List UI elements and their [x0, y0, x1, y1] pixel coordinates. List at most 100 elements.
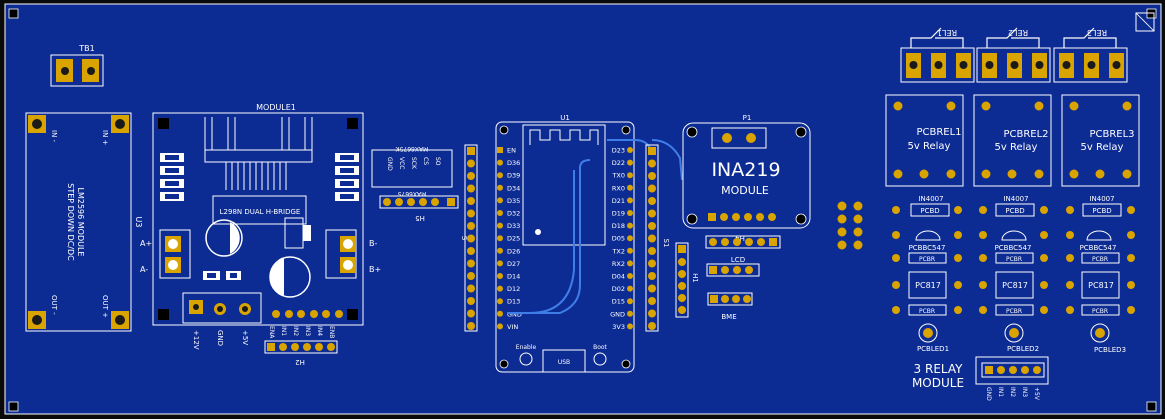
mount-hole — [158, 309, 169, 320]
esp-pin-label: TX2 — [611, 247, 625, 255]
tb1-label: TB1 — [78, 44, 94, 53]
max6675-module: GND VCC SCK CS SO MAX6675K MAX6675 H5 — [371, 145, 459, 222]
esp-pad — [627, 298, 633, 305]
p1-terminal-pad — [722, 133, 732, 143]
esp-pad — [627, 235, 633, 242]
corner-marker — [1146, 401, 1157, 412]
bme-outline — [707, 292, 753, 306]
max-outline — [371, 149, 453, 188]
relay-pin-pad — [946, 169, 956, 179]
header-pad — [467, 234, 475, 243]
antenna — [529, 129, 599, 145]
driver-pad — [892, 306, 900, 314]
header-pad — [467, 259, 475, 268]
driver-pad — [892, 254, 900, 262]
max-title: MAX6675K — [395, 145, 429, 152]
driver-pad — [1066, 281, 1074, 289]
esp-pin-label: D26 — [507, 247, 520, 255]
u3-title-1: LM2596 MODULE — [76, 188, 85, 257]
pad — [297, 310, 305, 318]
h2-pin-label: IN2 — [292, 326, 299, 336]
hole — [193, 304, 199, 310]
header-pad — [648, 272, 656, 280]
header-pad — [467, 209, 475, 218]
pad — [322, 310, 330, 318]
driver-pad — [954, 231, 962, 239]
driver-pad — [892, 281, 900, 289]
header-pad — [467, 197, 475, 205]
esp-pin-label: GND — [610, 310, 625, 318]
header-pad — [648, 247, 656, 255]
resistor — [1081, 252, 1120, 264]
lcd-pad — [733, 266, 741, 274]
driver-pad — [1127, 306, 1135, 314]
max-pin-label: CS — [422, 157, 429, 165]
diode-2-body — [995, 203, 1035, 217]
p1-mount — [686, 213, 698, 225]
fiducial-cross — [1135, 12, 1155, 32]
led-3-label: PCBLED3 — [1094, 346, 1126, 354]
diode-3-label: IN4007 — [1089, 195, 1114, 203]
led-2 — [1004, 323, 1024, 343]
relay-section: REL1 REL2 REL3 PCBREL1 PCBREL2 PCBREL3 5… — [885, 27, 1140, 401]
tb1-hole — [87, 67, 95, 75]
h5-pad — [431, 198, 439, 206]
u3-outline — [25, 112, 132, 332]
p1-pad — [708, 213, 716, 221]
relay-pin-pad — [981, 169, 991, 179]
esp-pin-label: D32 — [507, 210, 520, 218]
header-lcd: LCD — [706, 256, 760, 277]
relay-driver-pads — [892, 206, 1135, 314]
header-pad — [467, 172, 475, 180]
hole — [217, 306, 223, 312]
u3-hole — [115, 119, 125, 129]
power-5v: +5V — [241, 330, 249, 345]
esp-pad — [627, 323, 633, 330]
driver-pad — [1066, 231, 1074, 239]
esp-pin-label: D25 — [507, 235, 520, 243]
capacitor-polarity — [230, 222, 240, 254]
relay-pin-pad — [919, 169, 929, 179]
esp-pin-label: RX2 — [612, 260, 625, 268]
relay-terminal-outline — [976, 47, 1051, 83]
pcbrel2-label: PCBREL2 — [1003, 129, 1048, 140]
pcbrel1-label: PCBREL1 — [916, 127, 961, 138]
driver-pad — [954, 254, 962, 262]
heatsink — [204, 117, 313, 225]
relay-type-1: 5v Relay — [908, 141, 951, 152]
corner-marker — [8, 401, 19, 412]
diode-3-ref: PCBD — [1092, 207, 1111, 215]
header-pad — [467, 309, 475, 318]
max-pin-label: VCC — [398, 157, 405, 169]
p1-terminal — [711, 127, 767, 149]
relay-terminal-hole — [959, 61, 968, 69]
u3-in-minus: IN - — [50, 130, 58, 143]
h2-pin-label: IN1 — [280, 326, 287, 336]
h5-label: H5 — [415, 214, 425, 222]
h1-pad — [678, 270, 686, 278]
relay-pin-label: +5V — [1033, 387, 1040, 401]
smd-inner — [165, 194, 179, 199]
boot-button — [593, 352, 607, 366]
esp-pin-label: D22 — [612, 159, 625, 167]
relay-terminal-hole — [1062, 61, 1071, 69]
relay-pin-label: IN2 — [1009, 387, 1016, 397]
led-3 — [1090, 323, 1110, 343]
bme-pad — [710, 295, 718, 303]
pc817-3: PC817 — [1088, 281, 1114, 290]
esp-pin-label: D23 — [612, 147, 625, 155]
resistor — [908, 252, 947, 264]
h1-pad — [678, 306, 686, 314]
p1-mount — [686, 126, 698, 138]
driver-pad — [892, 206, 900, 214]
p1-pad — [744, 213, 752, 221]
screw — [168, 260, 178, 270]
relay-terminal-hole — [1010, 61, 1019, 69]
p1-mount — [795, 213, 807, 225]
header-pad — [648, 184, 656, 193]
relay-pin-pad — [1069, 169, 1079, 179]
u3-out-minus: OUT - — [50, 295, 58, 315]
esp-pin-label: D27 — [507, 260, 520, 268]
driver-pad — [979, 281, 987, 289]
relay-pin-pad — [893, 101, 903, 111]
